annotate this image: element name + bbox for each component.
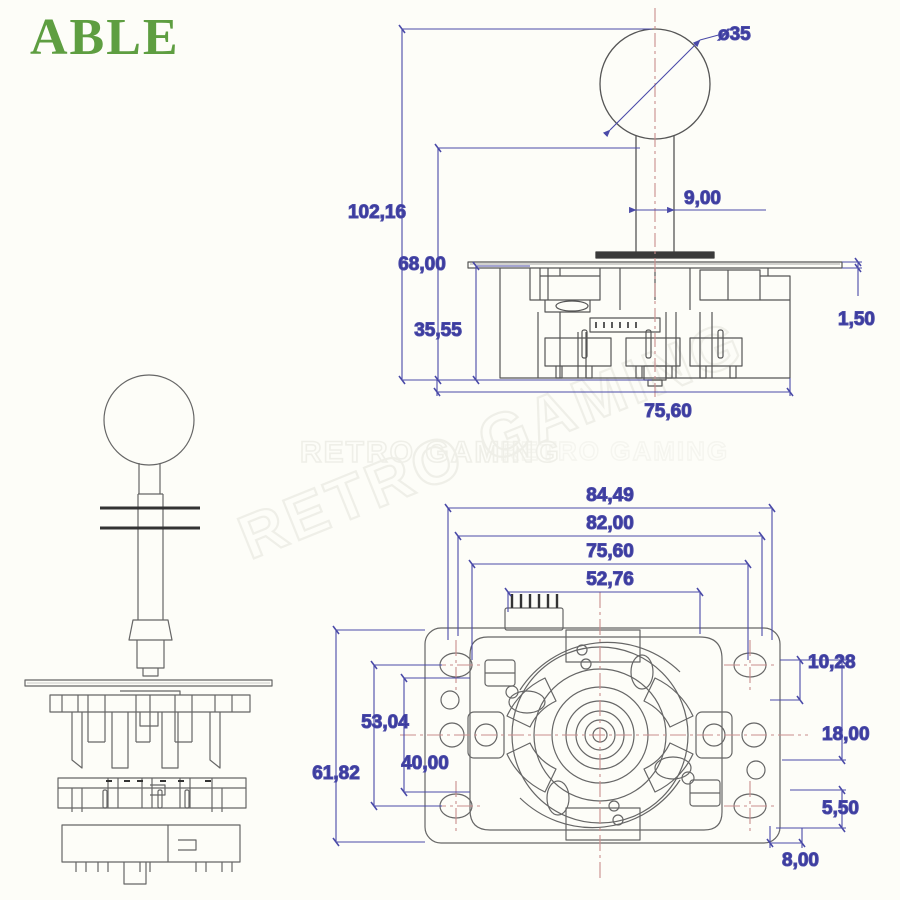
dim-label-hole-spacing-y: 53,04 <box>361 712 409 733</box>
dim-tab-height <box>782 655 846 765</box>
dim-label-height-to-plate: 68,00 <box>398 254 446 275</box>
dim-inner-spacing-y <box>400 673 470 797</box>
vane-top-left <box>506 677 557 728</box>
slot-right <box>654 756 692 780</box>
connector-header <box>504 594 564 631</box>
dim-label-inner-spacing-y: 40,00 <box>401 753 449 774</box>
bottom-view-dimensions: 84,49 82,00 75,60 52,76 61,82 53,04 40,0… <box>312 484 870 871</box>
dim-height-to-plate <box>434 143 640 385</box>
dim-label-plate-width: 82,00 <box>586 513 634 534</box>
dim-corner-offset <box>766 826 806 848</box>
dim-hole-spacing-x <box>468 559 752 660</box>
dim-label-edge-offset-top: 10,28 <box>808 652 856 673</box>
watermark-top: RETRO GAMING <box>500 436 729 466</box>
dim-plate-height <box>332 625 425 847</box>
dim-edge-offset-bottom <box>776 785 846 833</box>
exploded-boss-tip <box>142 668 159 677</box>
dim-plate-width-outer <box>444 503 776 640</box>
dim-label-hole-spacing-x: 75,60 <box>586 541 634 562</box>
watermark-group: RETRO GAMING RETRO GAMING RETRO GAMING <box>228 307 754 574</box>
dim-ball-diameter <box>602 32 727 138</box>
exploded-boss <box>136 640 165 669</box>
dim-label-shaft-width: 9,00 <box>684 188 721 209</box>
slot-top <box>630 654 654 690</box>
restrictor-arc-2 <box>519 779 681 829</box>
switch-bottom <box>565 807 641 841</box>
dim-mech-width <box>504 587 704 634</box>
dim-label-body-height: 35,55 <box>414 320 462 341</box>
dim-label-plate-thickness: 1,50 <box>838 309 875 330</box>
dim-label-plate-height: 61,82 <box>312 763 360 784</box>
dim-label-overall-height: 102,16 <box>348 202 406 223</box>
joystick-body <box>499 268 791 387</box>
exploded-plate <box>24 679 273 687</box>
vane-bottom-left <box>506 742 557 793</box>
bottom-view-centerlines <box>400 592 808 882</box>
dim-label-plate-width-outer: 84,49 <box>586 485 634 506</box>
exploded-side-view <box>24 374 273 885</box>
dust-washer <box>595 251 715 259</box>
joystick-shaft <box>635 136 675 258</box>
exploded-pcb-layer <box>57 777 247 812</box>
watermark-small: RETRO GAMING <box>300 436 561 469</box>
front-elevation-view <box>467 28 843 387</box>
front-view-dimensions: ø35 9,00 102,16 68,00 35,55 1,50 75,60 <box>347 23 875 422</box>
slot-left <box>508 690 546 714</box>
exploded-pivot-cone <box>128 619 173 641</box>
exploded-ball <box>103 374 195 466</box>
slot-bottom <box>546 780 570 816</box>
dim-label-tab-height: 18,00 <box>822 724 870 745</box>
vane-top-right <box>643 677 694 728</box>
dim-plate-width <box>454 531 766 636</box>
dim-label-corner-offset: 8,00 <box>782 850 819 871</box>
dim-label-body-width: 75,60 <box>644 401 692 422</box>
exploded-base-layer <box>61 824 241 885</box>
exploded-housing-upper <box>49 690 251 769</box>
dim-plate-thickness <box>842 257 862 296</box>
joystick-body-outline <box>469 636 723 831</box>
dim-hole-spacing-y <box>370 660 442 811</box>
dim-body-width <box>433 378 794 397</box>
hole-left-upper <box>440 690 460 710</box>
hole-right-lower <box>746 760 766 780</box>
brand-logo: ABLE <box>30 9 180 66</box>
exploded-shaft-upper <box>138 463 161 494</box>
restrictor-arc-1 <box>519 641 681 691</box>
exploded-shaft-main <box>137 494 164 620</box>
dim-label-ball-diameter: ø35 <box>718 24 751 45</box>
dim-body-height <box>472 261 530 385</box>
dim-label-edge-offset-bottom: 5,50 <box>822 798 859 819</box>
dim-label-mech-width: 52,76 <box>586 569 634 590</box>
switch-top <box>565 629 641 663</box>
vane-bottom-right <box>643 742 694 793</box>
